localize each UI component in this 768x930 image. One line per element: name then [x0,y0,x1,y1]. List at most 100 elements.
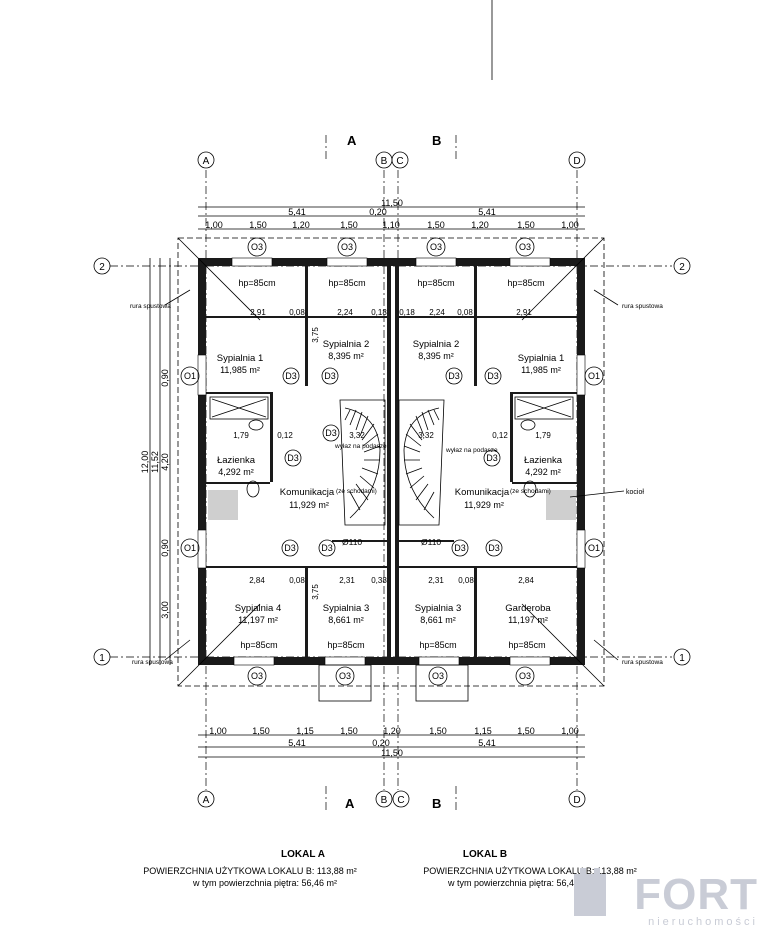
svg-text:1,00: 1,00 [561,726,579,736]
lokal-a-area: POWIERZCHNIA UŻYTKOWA LOKALU B: 113,88 m… [143,866,357,876]
svg-text:Ø110: Ø110 [342,537,362,547]
svg-text:2,31: 2,31 [428,576,444,585]
sill-labels: hp=85cm hp=85cm hp=85cm hp=85cm hp=85cm … [238,278,545,650]
svg-text:0,08: 0,08 [458,576,474,585]
svg-text:1,15: 1,15 [296,726,314,736]
room-name: Sypialnia 3 [323,603,369,614]
room-area: 11,929 m² [289,500,329,510]
svg-text:0,20: 0,20 [369,207,387,217]
svg-text:D3: D3 [284,543,296,553]
tech-labels: (ze schodami) (ze schodami) wyłaz na pod… [130,303,663,666]
svg-text:(ze schodami): (ze schodami) [336,488,377,495]
svg-text:0,90: 0,90 [160,539,170,557]
door-tags: D3 D3 D3 D3 D3 D3 D3 D3 D3 D3 D3 [281,367,503,557]
watermark-sub: nieruchomości [648,916,758,928]
svg-text:0,90: 0,90 [160,369,170,387]
dim-top: 11,50 5,41 0,20 5,41 1,00 1,50 1,20 1,50… [198,198,585,230]
svg-text:3,32: 3,32 [349,431,365,440]
room-area: 11,197 m² [508,615,548,625]
svg-text:O1: O1 [184,543,196,553]
axis-b-bottom: B [381,795,388,806]
fort-watermark: FORT nieruchomości [562,860,762,930]
lokal-b-title: LOKAL B [462,849,508,860]
room-area: 4,292 m² [218,467,254,477]
svg-text:1,50: 1,50 [427,220,445,230]
svg-text:0,08: 0,08 [457,308,473,317]
watermark-word: FORT [634,870,758,919]
svg-text:11,52: 11,52 [150,451,160,473]
svg-text:O1: O1 [184,371,196,381]
axis-d-top: D [573,156,580,167]
room-area: 11,197 m² [238,615,278,625]
room-area: 8,661 m² [420,615,456,625]
window-openings [197,257,586,666]
svg-text:2,91: 2,91 [250,308,266,317]
svg-text:D3: D3 [448,371,460,381]
bay-right [415,664,469,702]
room-area: 4,292 m² [525,467,561,477]
svg-text:O3: O3 [519,671,531,681]
svg-text:1,20: 1,20 [292,220,310,230]
room-name: Sypialnia 1 [217,353,263,364]
building-walls [198,258,585,665]
svg-text:2,31: 2,31 [339,576,355,585]
lokal-b-floor-area: w tym powierzchnia piętra: 56,46 m² [447,878,593,888]
staircase-right [398,399,445,526]
svg-text:2,91: 2,91 [516,308,532,317]
svg-text:O3: O3 [251,242,263,252]
roof-hips [177,237,605,687]
svg-text:12,00: 12,00 [140,451,150,474]
svg-text:rura spustowa: rura spustowa [622,303,663,310]
axis-d-bottom: D [573,795,580,806]
svg-text:1,00: 1,00 [205,220,223,230]
room-area: 8,395 m² [418,351,454,361]
bay-left [318,664,372,702]
svg-text:3,75: 3,75 [311,584,320,600]
bathroom-fixtures [208,396,576,520]
svg-text:hp=85cm: hp=85cm [507,278,544,288]
axis-1-left: 1 [99,653,105,664]
svg-text:1,50: 1,50 [252,726,270,736]
svg-text:hp=85cm: hp=85cm [417,278,454,288]
svg-text:3,75: 3,75 [311,327,320,343]
svg-text:1,15: 1,15 [474,726,492,736]
svg-text:wyłaz na podasze: wyłaz na podasze [445,447,498,454]
svg-text:Ø110: Ø110 [421,537,441,547]
svg-text:D3: D3 [487,371,499,381]
svg-text:1,79: 1,79 [535,431,551,440]
room-name: Sypialnia 2 [413,339,459,350]
svg-text:0,08: 0,08 [289,308,305,317]
svg-text:1,50: 1,50 [340,220,358,230]
room-name: Komunikacja [455,487,510,498]
svg-text:hp=85cm: hp=85cm [328,278,365,288]
svg-text:1,50: 1,50 [517,726,535,736]
svg-text:(ze schodami): (ze schodami) [510,488,551,495]
svg-text:D3: D3 [321,543,333,553]
dim-left: 12,00 11,52 0,90 4,20 0,90 3,00 [140,258,171,665]
svg-text:0,08: 0,08 [289,576,305,585]
svg-text:D3: D3 [285,371,297,381]
room-name: Sypialnia 3 [415,603,461,614]
svg-text:0,20: 0,20 [372,738,390,748]
room-name: Łazienka [217,455,256,466]
section-b-bottom: B [432,796,441,811]
section-a-top: A [347,133,357,148]
svg-text:1,10: 1,10 [382,220,400,230]
svg-text:3,32: 3,32 [418,431,434,440]
svg-text:O3: O3 [341,242,353,252]
svg-text:D3: D3 [287,453,299,463]
svg-text:1,20: 1,20 [471,220,489,230]
svg-text:D3: D3 [486,453,498,463]
inner-dims: 2,91 0,08 2,24 0,18 0,18 2,24 0,08 2,91 … [233,308,551,600]
axis-2-right: 2 [679,262,685,273]
svg-text:D3: D3 [454,543,466,553]
svg-text:O3: O3 [430,242,442,252]
svg-text:1,79: 1,79 [233,431,249,440]
room-area: 8,395 m² [328,351,364,361]
room-name: Komunikacja [280,487,335,498]
svg-text:D3: D3 [488,543,500,553]
svg-text:rura spustowa: rura spustowa [130,303,171,310]
axis-a-top: A [203,156,210,167]
room-name: Sypialnia 4 [235,603,281,614]
lokal-b-area: POWIERZCHNIA UŻYTKOWA LOKALU B: 113,88 m… [423,866,637,876]
